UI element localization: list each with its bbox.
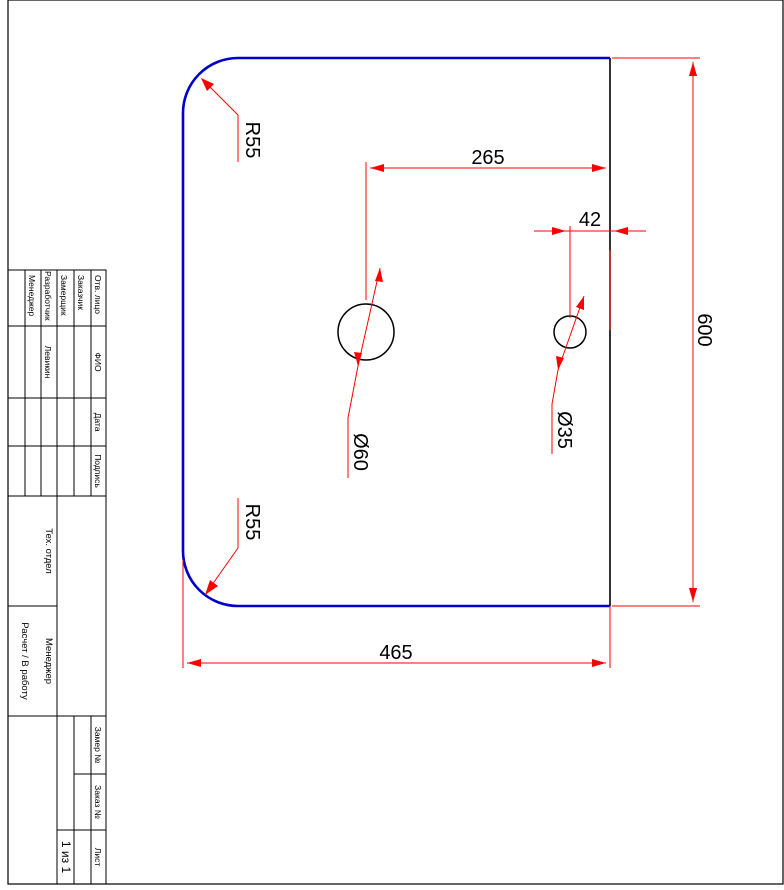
radius-bottom-label: R55 [241, 504, 263, 541]
arrow-d35-top [576, 296, 584, 310]
tb-label-measurer: Замерщик [59, 275, 69, 316]
tb-order-no-label: Заказ № [93, 785, 103, 819]
arrow-r55-top [201, 78, 214, 91]
radius-top-label: R55 [241, 122, 263, 159]
leader-d35-bend [551, 369, 559, 405]
tb-sheet-value: 1 из 1 [59, 841, 73, 874]
arrow-600-top [689, 62, 697, 76]
leader-d60-through [357, 267, 381, 367]
tb-label-customer: Заказчик [76, 275, 86, 310]
arrow-d35-bottom [556, 356, 564, 370]
dim-42-label: 42 [579, 209, 601, 231]
hole-large [337, 303, 395, 361]
arrow-265-left [370, 164, 384, 172]
dim-600-label: 600 [693, 313, 715, 346]
outline-blue [181, 56, 610, 608]
arrow-42-left [552, 227, 566, 235]
tb-sheet-label: Лист [93, 848, 103, 867]
arrow-265-right [592, 164, 606, 172]
countertop-outline [181, 56, 611, 608]
dim-465-label: 465 [379, 642, 412, 664]
tb-header-date: Дата [93, 413, 103, 432]
leader-d60-bend [347, 365, 359, 419]
arrow-d60-bottom [354, 352, 362, 366]
tb-dept-manager: Менеджер [43, 638, 54, 684]
dimension-lines [182, 57, 700, 668]
arrow-d60-top [375, 268, 383, 282]
arrow-600-bottom [689, 588, 697, 602]
dimension-arrowheads [187, 62, 697, 667]
tb-dept-tech: Тех. отдел [43, 528, 54, 574]
dim-265-label: 265 [471, 147, 504, 169]
tb-label-developer: Разработчик [43, 271, 53, 321]
tb-header-fio: ФИО [93, 352, 103, 372]
arrow-465-left [187, 659, 201, 667]
arrow-42-right [614, 227, 628, 235]
tb-developer-name: Левикин [43, 346, 53, 379]
title-block [7, 269, 107, 885]
hole-large-label: Ø60 [349, 433, 371, 471]
sheet-frame [7, 0, 784, 885]
tb-label-responsible: Отв. лицо [93, 275, 103, 314]
title-block-text: Отв. лицо Заказчик Замерщик Разработчик … [19, 271, 103, 873]
tb-header-sign: Подпись [93, 454, 103, 488]
hole-small [553, 315, 587, 349]
hole-small-label: Ø35 [553, 411, 575, 449]
tb-label-manager: Менеджер [27, 275, 37, 317]
tb-measure-no-label: Замер № [93, 727, 103, 764]
arrow-465-right [592, 659, 606, 667]
tb-status: Расчет / В работу [19, 622, 30, 700]
arrow-r55-bottom [205, 580, 218, 595]
